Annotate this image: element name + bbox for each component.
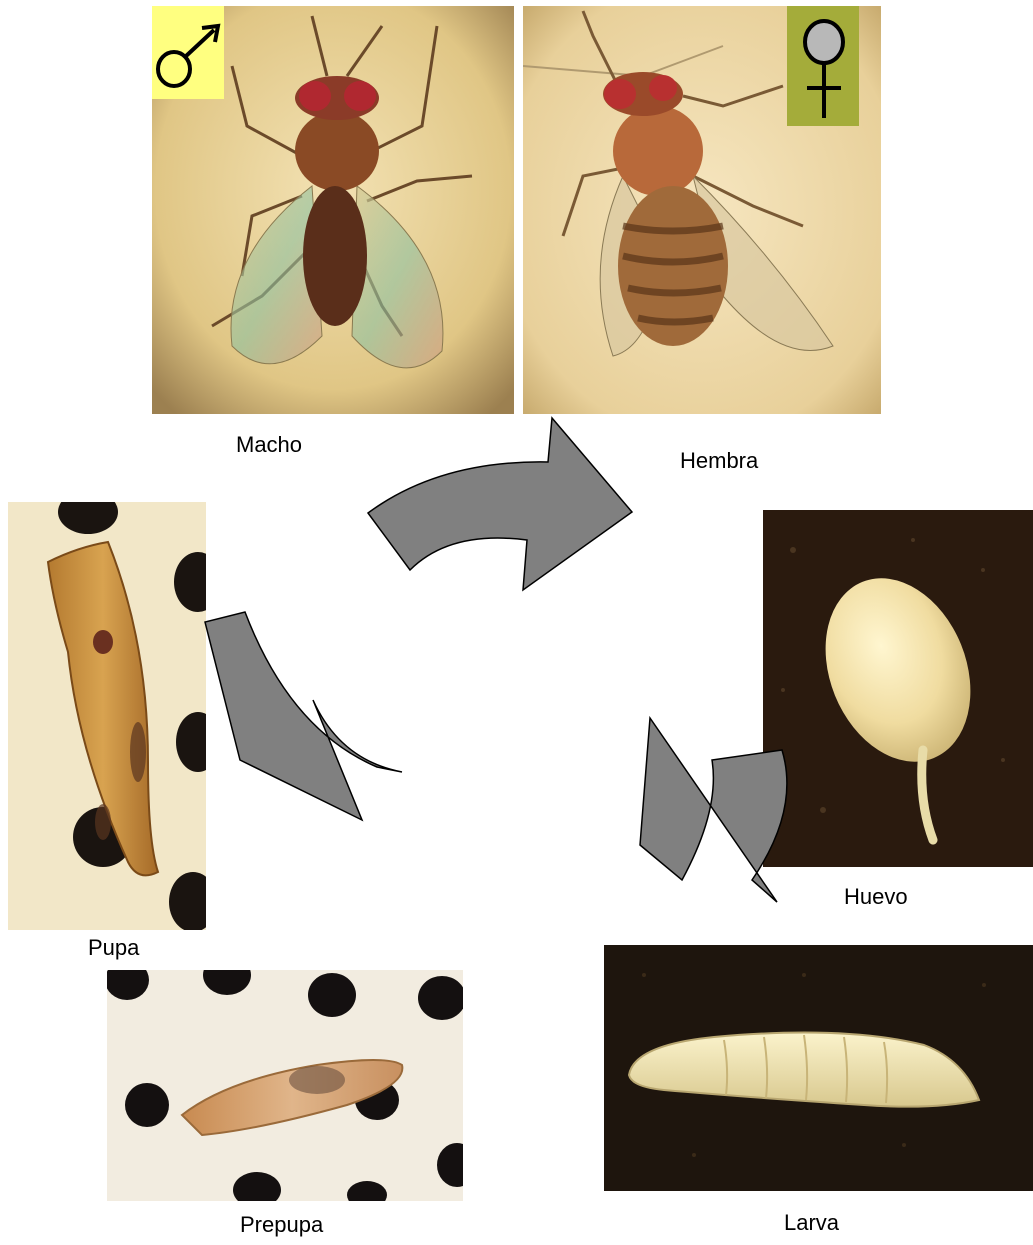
caption-macho: Macho — [236, 432, 302, 458]
larva-photo — [604, 945, 1033, 1191]
female-symbol-icon — [787, 6, 859, 126]
arrow-macho-to-hembra — [368, 418, 632, 590]
male-symbol-icon — [152, 6, 224, 99]
caption-pupa: Pupa — [88, 935, 139, 961]
caption-hembra: Hembra — [680, 448, 758, 474]
arrow-prepupa-to-pupa — [205, 612, 402, 820]
huevo-photo — [763, 510, 1033, 867]
prepupa-photo — [107, 970, 463, 1201]
caption-larva: Larva — [784, 1210, 839, 1236]
caption-huevo: Huevo — [844, 884, 908, 910]
pupa-photo — [8, 502, 206, 930]
caption-prepupa: Prepupa — [240, 1212, 323, 1238]
